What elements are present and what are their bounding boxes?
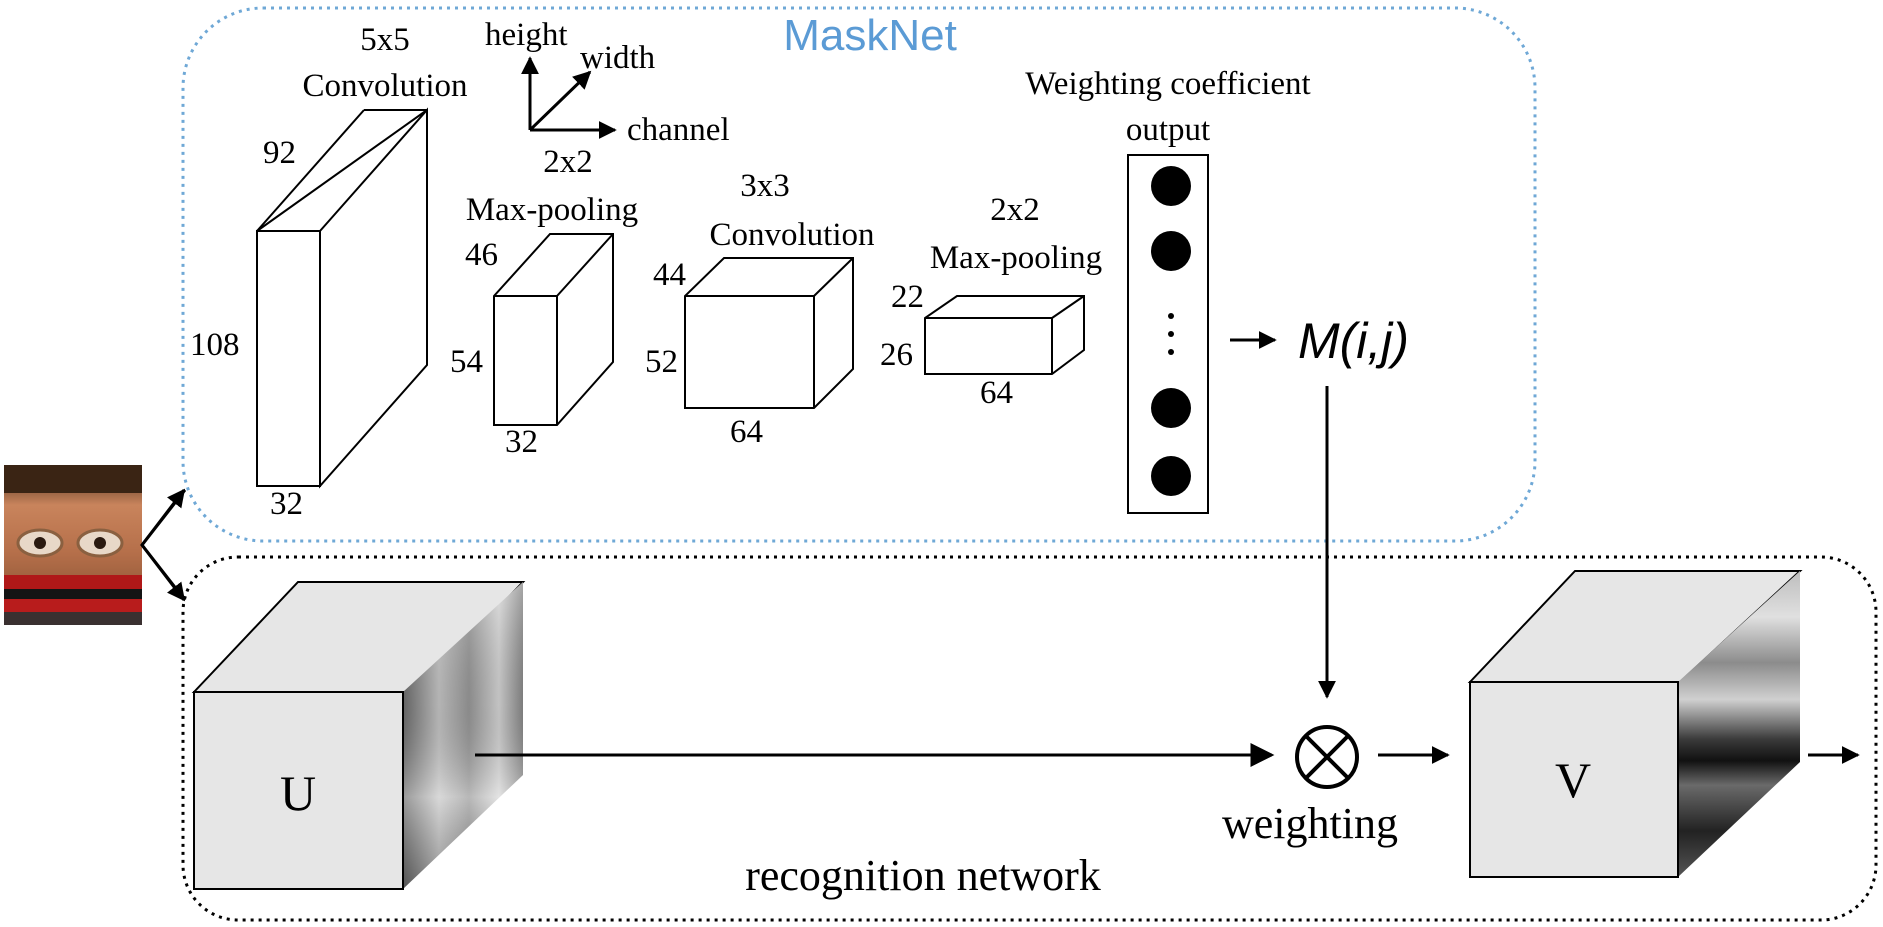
weighting-operator [1295,725,1359,789]
masknet-title: MaskNet [783,11,957,60]
ellipsis-dot [1168,331,1174,337]
channel-axis-label: channel [627,112,730,148]
v-block: V [1467,570,1803,878]
masked-face-photo [4,465,142,625]
conv1-width: 92 [263,135,296,171]
output-neuron [1151,388,1191,428]
conv1-block: 5x5 Convolution 108 92 32 [190,22,468,522]
to-recognition-arrow [140,544,186,602]
output-title-line1: Weighting coefficient [1025,66,1310,102]
conv2-name: Convolution [709,217,874,253]
axis-indicator: height width channel [485,17,730,148]
weighting-label: weighting [1222,799,1398,848]
width-axis-arrow [528,70,592,132]
mask-output-label: M(i,j) [1298,313,1409,369]
width-axis-label: width [580,40,656,76]
pool2-name: Max-pooling [930,240,1102,276]
pool2-channels: 64 [980,375,1013,411]
conv1-kernel: 5x5 [360,22,410,58]
conv2-channels: 64 [730,414,763,450]
output-title-line2: output [1126,112,1210,148]
v-label: V [1555,752,1591,808]
conv2-kernel: 3x3 [740,168,790,204]
conv1-height: 108 [190,327,240,363]
pool1-height: 54 [450,344,483,380]
ellipsis-dot [1168,349,1174,355]
input-split-arrows [140,489,187,601]
output-neuron [1151,166,1191,206]
conv2-width: 44 [653,257,686,293]
pool1-kernel: 2x2 [543,144,593,180]
pool1-name: Max-pooling [466,192,638,228]
output-vector: Weighting coefficient output [1025,66,1311,514]
conv2-block: 3x3 Convolution 44 52 64 [645,168,875,450]
u-block: U [191,581,526,890]
recognition-container [181,555,1878,922]
conv1-channels: 32 [270,486,303,522]
output-neuron [1151,456,1191,496]
pool2-kernel: 2x2 [990,192,1040,228]
u-label: U [280,765,316,821]
height-axis-label: height [485,17,567,53]
to-masknet-arrow [140,488,186,546]
conv1-name: Convolution [302,68,467,104]
recognition-network-label: recognition network [745,851,1101,900]
pool2-block: 2x2 Max-pooling 22 26 64 [880,192,1102,411]
pool1-block: Max-pooling 46 54 32 [450,192,638,460]
pool1-channels: 32 [505,424,538,460]
pool2-width: 22 [891,279,924,315]
ellipsis-dot [1168,313,1174,319]
pool1-width: 46 [465,237,498,273]
output-neuron [1151,231,1191,271]
conv2-height: 52 [645,344,678,380]
pool2-height: 26 [880,337,913,373]
